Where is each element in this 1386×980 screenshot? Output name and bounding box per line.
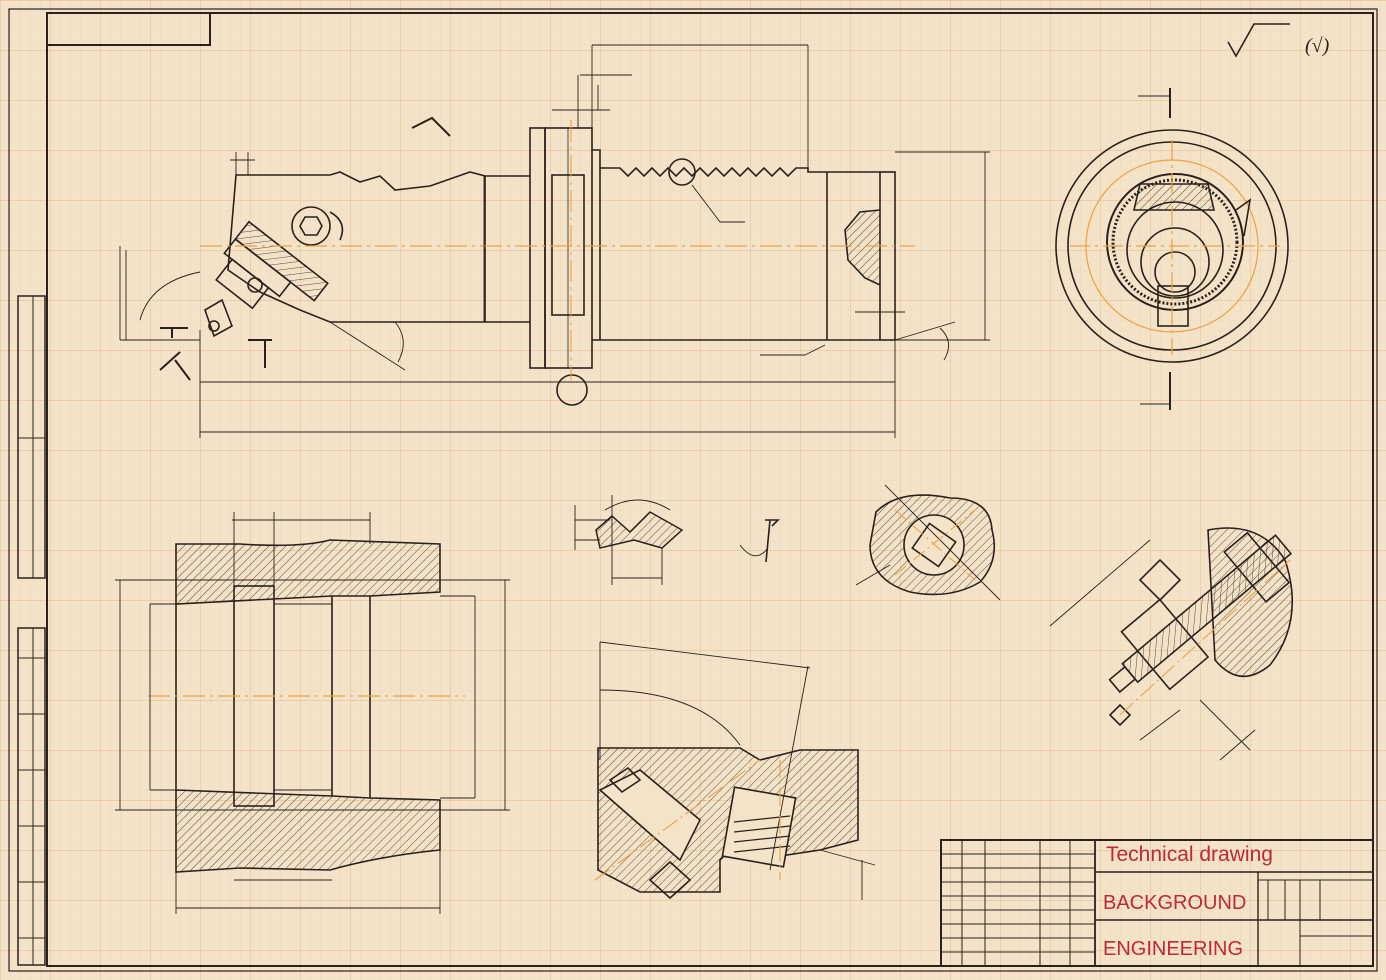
main-view-tool-holder xyxy=(204,127,896,406)
groove-detail xyxy=(574,495,780,585)
main-view-dimensions xyxy=(119,44,990,438)
sheet-frame xyxy=(8,8,1378,972)
title-block-title: Technical drawing xyxy=(1106,843,1273,866)
title-block-line-1: BACKGROUND xyxy=(1103,892,1247,914)
center-assembly-section xyxy=(597,641,876,900)
title-block xyxy=(940,839,1374,967)
roughness-mark: (√) xyxy=(1305,35,1330,57)
sleeve-dimensions xyxy=(115,512,510,914)
section-markers xyxy=(159,116,451,381)
bolt-assembly xyxy=(1049,527,1294,761)
title-block-line-2: ENGINEERING xyxy=(1103,938,1244,960)
roughness-symbol xyxy=(1227,23,1290,58)
